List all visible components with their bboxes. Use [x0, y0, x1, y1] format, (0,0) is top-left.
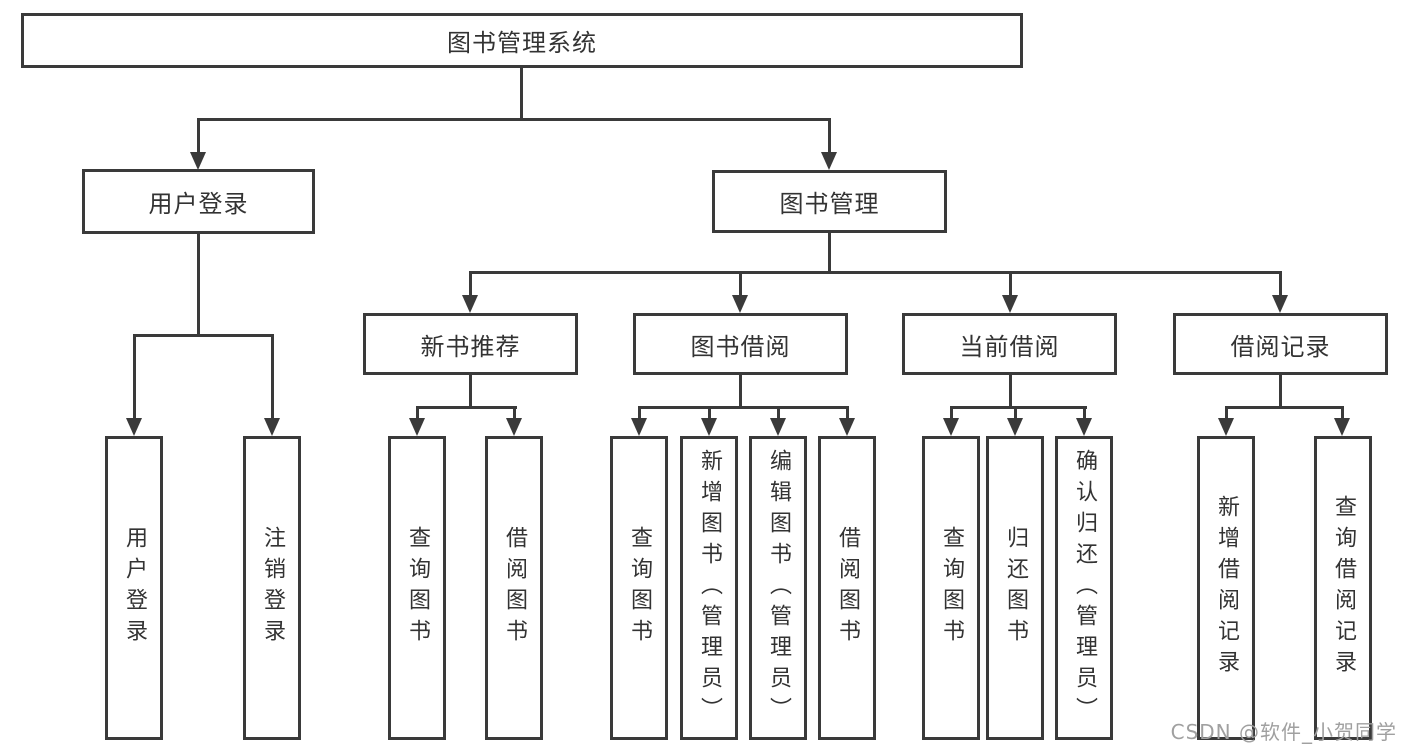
arrow-down-icon	[1218, 418, 1234, 436]
arrow-down-icon	[732, 295, 748, 313]
connector-line	[638, 406, 849, 409]
leaf-cb-confirm-return-label: 确认归还（管理员）	[1072, 448, 1097, 728]
connector-line	[469, 271, 1281, 274]
arrow-down-icon	[839, 418, 855, 436]
arrow-down-icon	[190, 152, 206, 170]
arrow-down-icon	[631, 418, 647, 436]
connector-line	[1279, 271, 1282, 297]
connector-line	[739, 271, 742, 297]
connector-line	[1225, 406, 1343, 409]
arrow-down-icon	[1002, 295, 1018, 313]
leaf-logout: 注销登录	[243, 436, 301, 740]
connector-line	[1009, 271, 1012, 297]
node-new-book-recommend-label: 新书推荐	[420, 332, 521, 361]
connector-line	[520, 68, 523, 120]
connector-line	[197, 234, 200, 337]
arrow-down-icon	[701, 418, 717, 436]
connector-line	[469, 271, 472, 297]
arrow-down-icon	[409, 418, 425, 436]
connector-line	[1279, 375, 1282, 409]
connector-line	[1083, 406, 1086, 420]
leaf-br-add-record: 新增借阅记录	[1197, 436, 1255, 740]
leaf-cb-query-book: 查询图书	[922, 436, 980, 740]
arrow-down-icon	[821, 152, 837, 170]
arrow-down-icon	[462, 295, 478, 313]
leaf-logout-label: 注销登录	[260, 526, 285, 650]
connector-line	[197, 118, 831, 121]
node-user-login-label: 用户登录	[148, 190, 249, 218]
node-user-login: 用户登录	[82, 169, 315, 234]
arrow-down-icon	[943, 418, 959, 436]
leaf-bb-edit-book: 编辑图书（管理员）	[749, 436, 807, 740]
leaf-rec-borrow-book-label: 借阅图书	[502, 526, 527, 650]
arrow-down-icon	[1334, 418, 1350, 436]
arrow-down-icon	[1076, 418, 1092, 436]
leaf-cb-confirm-return: 确认归还（管理员）	[1055, 436, 1113, 740]
connector-line	[133, 334, 136, 420]
arrow-down-icon	[1272, 295, 1288, 313]
connector-line	[950, 406, 1087, 409]
leaf-bb-add-book-label: 新增图书（管理员）	[697, 448, 722, 728]
leaf-bb-query-book-label: 查询图书	[627, 526, 652, 650]
node-new-book-recommend: 新书推荐	[363, 313, 578, 375]
connector-line	[708, 406, 711, 420]
connector-line	[828, 118, 831, 154]
arrow-down-icon	[506, 418, 522, 436]
leaf-rec-query-book-label: 查询图书	[405, 526, 430, 650]
leaf-user-login-label: 用户登录	[122, 526, 147, 650]
arrow-down-icon	[126, 418, 142, 436]
leaf-br-query-record: 查询借阅记录	[1314, 436, 1372, 740]
node-current-borrow: 当前借阅	[902, 313, 1117, 375]
leaf-cb-query-book-label: 查询图书	[939, 526, 964, 650]
connector-line	[950, 406, 953, 420]
node-root-label: 图书管理系统	[447, 29, 597, 57]
connector-line	[197, 118, 200, 154]
leaf-bb-edit-book-label: 编辑图书（管理员）	[766, 448, 791, 728]
arrow-down-icon	[770, 418, 786, 436]
node-borrow-records: 借阅记录	[1173, 313, 1388, 375]
node-book-management-label: 图书管理	[779, 190, 880, 218]
connector-line	[638, 406, 641, 420]
connector-line	[416, 406, 517, 409]
node-book-management: 图书管理	[712, 170, 947, 233]
leaf-br-add-record-label: 新增借阅记录	[1214, 495, 1239, 681]
connector-line	[513, 406, 516, 420]
leaf-rec-query-book: 查询图书	[388, 436, 446, 740]
connector-line	[416, 406, 419, 420]
leaf-cb-return-book: 归还图书	[986, 436, 1044, 740]
connector-line	[271, 334, 274, 420]
node-current-borrow-label: 当前借阅	[959, 332, 1060, 361]
leaf-user-login: 用户登录	[105, 436, 163, 740]
connector-line	[828, 233, 831, 274]
connector-line	[739, 375, 742, 409]
node-borrow-records-label: 借阅记录	[1230, 332, 1331, 361]
leaf-rec-borrow-book: 借阅图书	[485, 436, 543, 740]
connector-line	[1014, 406, 1017, 420]
connector-line	[1341, 406, 1344, 420]
csdn-watermark: CSDN @软件_小贺同学	[1170, 720, 1397, 744]
connector-line	[469, 375, 472, 409]
connector-line	[1009, 375, 1012, 409]
leaf-br-query-record-label: 查询借阅记录	[1331, 495, 1356, 681]
connector-line	[777, 406, 780, 420]
node-book-borrow: 图书借阅	[633, 313, 848, 375]
node-root: 图书管理系统	[21, 13, 1023, 68]
connector-line	[1225, 406, 1228, 420]
connector-line	[846, 406, 849, 420]
connector-line	[133, 334, 274, 337]
leaf-bb-borrow-book-label: 借阅图书	[835, 526, 860, 650]
node-book-borrow-label: 图书借阅	[690, 332, 791, 361]
arrow-down-icon	[264, 418, 280, 436]
leaf-bb-add-book: 新增图书（管理员）	[680, 436, 738, 740]
arrow-down-icon	[1007, 418, 1023, 436]
leaf-bb-query-book: 查询图书	[610, 436, 668, 740]
leaf-cb-return-book-label: 归还图书	[1003, 526, 1028, 650]
leaf-bb-borrow-book: 借阅图书	[818, 436, 876, 740]
